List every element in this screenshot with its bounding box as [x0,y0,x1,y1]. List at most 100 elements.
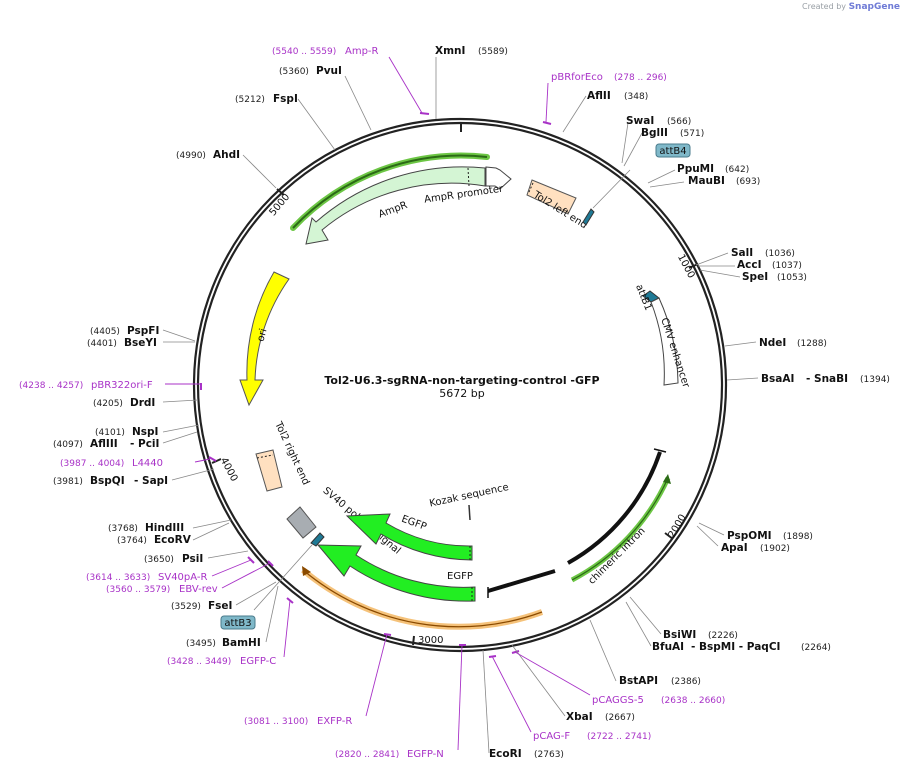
chimeric-segment [487,569,556,593]
attb3-block [310,532,325,547]
enzyme-ahdi: AhdI [213,149,240,161]
attb3-tag [220,615,256,630]
attb4-tag [655,143,691,158]
orange-highlight-core [302,569,543,628]
enzyme-bstapi: BstAPI [619,675,658,687]
enzyme-pvui-pos: (5360) [279,67,309,77]
tol2-right-divider [256,454,274,459]
enzyme-sali: SalI [731,247,753,259]
feature-attb3: attB3 [224,618,251,629]
enzyme-xbai-pos: (2667) [605,713,635,723]
feature-egfp-2: EGFP [447,571,473,582]
enzyme-ecori-pos: (2763) [534,750,564,760]
attb3-leader [253,544,313,611]
enzyme-pcii: - PciI [130,438,159,450]
enzyme-pspfi: PspFI [127,325,159,337]
ori-arrow [239,271,290,407]
enzyme-bsiwi: BsiWI [663,629,696,641]
enzyme-ndei-pos: (1288) [797,339,827,349]
enzyme-bstapi-pos: (2386) [671,677,701,687]
enzyme-maubi: MauBI [688,175,725,187]
primer-pcaggs5: pCAGGS-5 [592,695,644,706]
enzyme-sali-pos: (1036) [765,249,795,259]
enzyme-bseyi-pos: (4401) [87,339,117,349]
enzyme-drdi-pos: (4205) [93,399,123,409]
enzyme-bfuai-pos: (2264) [801,643,831,653]
tol2-left-block [526,179,577,215]
backbone-outer [192,117,728,653]
enzyme-bspqi: BspQI [90,475,125,487]
kozak-mark [468,504,471,521]
enzyme-nspi-pos: (4101) [95,428,125,438]
primer-pbrforeco: pBRforEco [551,72,603,83]
enzyme-ndei: NdeI [759,337,786,349]
egfp-arrow-2 [316,544,476,602]
enzyme-maubi-pos: (693) [736,177,760,187]
enzyme-ppumi: PpuMI [677,163,714,175]
enzyme-afliii-pos: (4097) [53,440,83,450]
egfp-arrow-1 [345,513,473,561]
feature-attb4: attB4 [659,146,686,157]
primer-pcagf: pCAG-F [533,731,570,742]
enzyme-hindiii: HindIII [145,522,184,534]
primer-exfpr: EXFP-R [317,716,352,727]
feature-ampr: AmpR [377,200,409,221]
primer-ampr-range: (5540 .. 5559) [272,47,336,57]
primer-sv40par: SV40pA-R [158,572,207,583]
enzyme-spei: SpeI [742,271,768,283]
primer-pbrforeco-range: (278 .. 296) [614,73,667,83]
enzyme-bspqi-pos: (3981) [53,477,83,487]
enzyme-hindiii-pos: (3768) [108,524,138,534]
primer-sv40par-range: (3614 .. 3633) [86,573,150,583]
tol2-right-block [255,449,283,492]
enzyme-bfuai: BfuAI [652,641,684,653]
enzyme-ppumi-pos: (642) [725,165,749,175]
primer-leaders [165,56,591,751]
ampr-arrow [305,166,486,245]
enzyme-ecorv-pos: (3764) [117,536,147,546]
promoter-segment [567,451,662,565]
ampr-promoter-arrow [485,166,512,190]
enzyme-psii-pos: (3650) [144,555,174,565]
tick-label-3000: 3000 [418,635,443,646]
primer-labels: (5540 .. 5559) Amp-R pBRforEco (278 .. 2… [19,46,725,760]
enzyme-pspfi-pos: (4405) [90,327,120,337]
primer-exfpr-range: (3081 .. 3100) [244,717,308,727]
primer-egfpc: EGFP-C [240,656,276,667]
plasmid-size: 5672 bp [439,387,484,400]
enzyme-pspomi-pos: (1898) [783,532,813,542]
enzyme-ecori: EcoRI [489,748,522,760]
enzyme-ecorv: EcoRV [154,534,192,546]
enzyme-leaders [162,57,759,754]
enzyme-labels: XmnI (5589) (5360) PvuI (5212) FspI (499… [53,45,890,760]
enzyme-xmni: XmnI [435,45,465,57]
enzyme-xbai: XbaI [566,711,593,723]
tol2-left-divider [528,182,534,193]
primer-ebvrev-range: (3560 .. 3579) [106,585,170,595]
enzyme-aflii: AflII [587,90,611,102]
enzyme-fsei: FseI [208,600,232,612]
enzyme-spei-pos: (1053) [777,273,807,283]
primer-l4440: L4440 [132,458,163,469]
primer-egfpc-range: (3428 .. 3449) [167,657,231,667]
tick-label-5000: 5000 [267,192,292,219]
enzyme-bglii-pos: (571) [680,129,704,139]
enzyme-bsiwi-pos: (2226) [708,631,738,641]
enzyme-bseyi: BseYI [124,337,157,349]
enzyme-aflii-pos: (348) [624,92,648,102]
enzyme-sapi: - SapI [134,475,168,487]
enzyme-bglii: BglII [641,127,668,139]
chimeric-highlight-head [663,474,671,484]
enzyme-fsei-pos: (3529) [171,602,201,612]
primer-ebvrev: EBV-rev [179,584,218,595]
chimeric-highlight [570,476,671,583]
enzyme-fspi: FspI [273,93,298,105]
enzyme-psii: PsiI [182,553,203,565]
enzyme-fspi-pos: (5212) [235,95,265,105]
enzyme-apai: ApaI [721,542,748,554]
sv40-block [286,506,317,539]
primer-pcagf-range: (2722 .. 2741) [587,732,651,742]
enzyme-afliii: AflIII [90,438,118,450]
enzyme-bamhi-pos: (3495) [186,639,216,649]
